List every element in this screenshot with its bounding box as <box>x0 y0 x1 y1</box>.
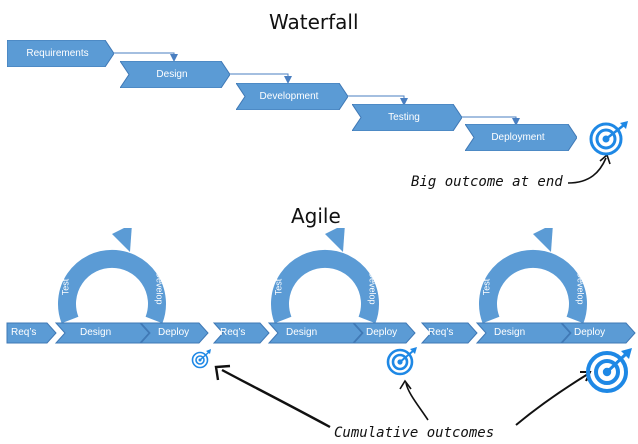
agile-iteration-1-shapes <box>6 228 209 344</box>
agile-1-design: Design <box>80 327 112 338</box>
target-icon <box>386 347 417 376</box>
cumulative-outcomes-note: Cumulative outcomes <box>334 425 495 441</box>
waterfall-stage-design: Design <box>120 61 230 88</box>
waterfall-title: Waterfall <box>269 10 359 34</box>
agile-3-test: Test <box>481 278 492 296</box>
target-icon <box>589 121 628 156</box>
agile-2-develop: Develop <box>367 271 378 305</box>
agile-iteration-2-shapes <box>213 228 416 344</box>
agile-2-design: Design <box>286 327 318 338</box>
agile-1-reqs: Req’s <box>11 327 37 338</box>
agile-2-test: Test <box>273 278 284 296</box>
waterfall-stage-requirements: Requirements <box>7 40 114 67</box>
waterfall-stage-development: Development <box>236 83 348 110</box>
waterfall-stage-deployment: Deployment <box>465 124 577 151</box>
agile-1-deploy: Deploy <box>158 327 190 338</box>
agile-3-reqs: Req’s <box>428 327 454 338</box>
target-icon <box>191 349 211 369</box>
target-icon <box>586 348 632 393</box>
agile-3-design: Design <box>494 327 526 338</box>
agile-2-deploy: Deploy <box>366 327 398 338</box>
agile-3-deploy: Deploy <box>574 327 606 338</box>
big-outcome-note: Big outcome at end <box>411 174 563 190</box>
agile-title: Agile <box>291 204 341 228</box>
waterfall-stage-testing: Testing <box>352 104 462 131</box>
agile-3-develop: Develop <box>575 271 586 305</box>
agile-1-develop: Develop <box>154 271 165 305</box>
agile-1-test: Test <box>60 278 71 296</box>
agile-2-reqs: Req’s <box>220 327 246 338</box>
agile-iteration-3-shapes <box>421 228 636 344</box>
